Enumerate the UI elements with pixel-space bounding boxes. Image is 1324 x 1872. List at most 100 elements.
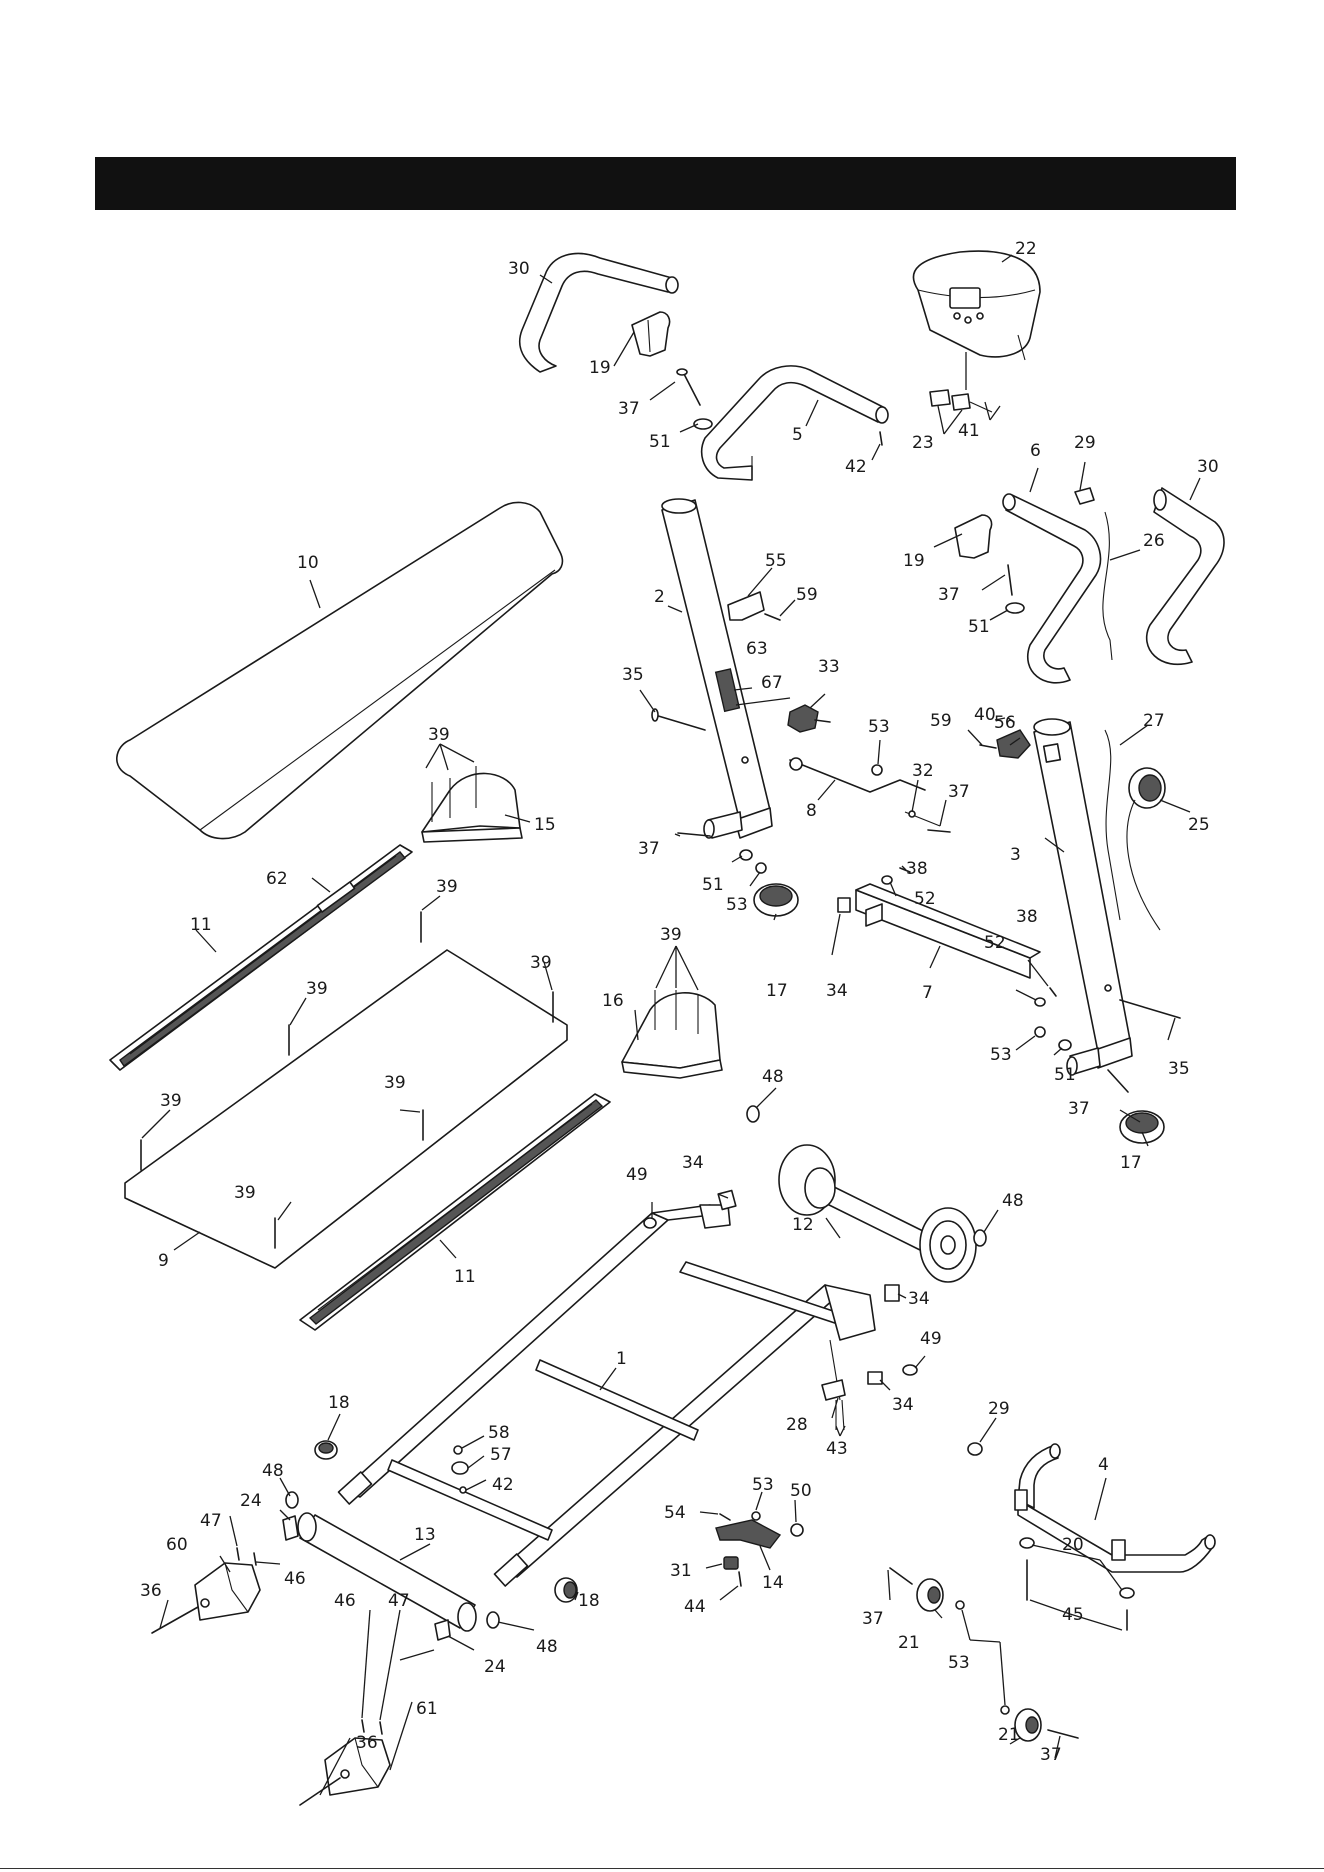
part-handlebar-5 (701, 365, 889, 481)
callout-61: 61 (416, 1699, 438, 1719)
part-screw-46-right (361, 1719, 365, 1733)
part-grip-19-left (631, 311, 671, 357)
part-spacer-20-b (1119, 1587, 1135, 1599)
callout-12: 12 (792, 1215, 814, 1235)
callout-26: 26 (1143, 531, 1165, 551)
part-washer-51-lower (739, 849, 753, 861)
part-bolt-37-right (1007, 564, 1013, 596)
part-cable-32 (904, 810, 941, 827)
part-cover-61 (324, 1737, 391, 1796)
callout-17-left: 17 (766, 981, 788, 1001)
callout-28: 28 (786, 1415, 808, 1435)
part-nut-53-right (1034, 1026, 1046, 1038)
callout-43: 43 (826, 1439, 848, 1459)
callout-59-left: 59 (796, 585, 818, 605)
callout-7: 7 (922, 983, 933, 1003)
callout-29-bottom: 29 (988, 1399, 1010, 1419)
part-screw-36-left (151, 1606, 199, 1634)
callout-60: 60 (166, 1535, 188, 1555)
callout-51-top: 51 (649, 432, 671, 452)
part-roller-13 (297, 1512, 477, 1632)
part-handlebar-6 (1002, 493, 1102, 684)
callout-39-deck-b: 39 (530, 953, 552, 973)
callout-39-hood16: 39 (660, 925, 682, 945)
part-bolt-37-wheel-a (889, 1567, 913, 1585)
callout-29-top: 29 (1074, 433, 1096, 453)
callout-48-c: 48 (262, 1461, 284, 1481)
callout-32: 32 (912, 761, 934, 781)
callout-62: 62 (266, 869, 288, 889)
callout-labels: 30 22 19 37 51 5 42 23 41 6 29 30 26 10 … (140, 239, 1219, 1765)
part-crossbar-7 (855, 883, 1041, 979)
part-rail-11-top (109, 844, 413, 1071)
part-handlebar-30-right (1145, 487, 1225, 665)
part-spring-31 (723, 1556, 739, 1570)
part-handlebar-30-left (518, 252, 679, 373)
part-grip-19-right (954, 514, 993, 559)
part-washer-51-right-lower (1058, 1039, 1072, 1051)
callout-59-right: 59 (930, 711, 952, 731)
callout-17-right: 17 (1120, 1153, 1142, 1173)
part-bracket-55 (727, 591, 765, 621)
part-spacer-48-b (973, 1229, 987, 1247)
part-plate-24-right (434, 1619, 451, 1641)
part-sensor-25 (1126, 767, 1166, 931)
callout-19-left: 19 (589, 358, 611, 378)
part-screw-59-left (764, 613, 781, 621)
callout-55: 55 (765, 551, 787, 571)
callout-2: 2 (654, 587, 665, 607)
part-wheel-axle-12 (778, 1144, 977, 1283)
part-screw-40 (1007, 717, 1015, 723)
callout-53-mid: 53 (868, 717, 890, 737)
callout-53-right: 53 (990, 1045, 1012, 1065)
callout-37-right: 37 (938, 585, 960, 605)
callout-56: 56 (994, 713, 1016, 733)
callout-3: 3 (1010, 845, 1021, 865)
part-bumper-57 (451, 1461, 469, 1475)
callout-53-bracket: 53 (752, 1475, 774, 1495)
part-nut-53-wheel-b (1000, 1705, 1010, 1715)
part-washer-52-a (881, 875, 893, 885)
callout-53-wheel: 53 (948, 1653, 970, 1673)
callout-8: 8 (806, 801, 817, 821)
part-frame-1 (337, 1204, 876, 1587)
callout-63: 63 (746, 639, 768, 659)
part-leveler-18-left (314, 1440, 338, 1460)
part-wheel-21-a (916, 1578, 944, 1612)
callout-47-left: 47 (200, 1511, 222, 1531)
part-washer-49-b (902, 1364, 918, 1376)
part-wheel-21-b (1014, 1708, 1042, 1742)
part-lever-8 (789, 757, 926, 793)
callout-18-left: 18 (328, 1393, 350, 1413)
callout-46-right: 46 (334, 1591, 356, 1611)
part-bracket-56 (996, 729, 1031, 759)
callout-58: 58 (488, 1423, 510, 1443)
title-bar (95, 157, 1236, 210)
callout-27: 27 (1143, 711, 1165, 731)
part-screw-44 (738, 1571, 742, 1587)
callout-37-top: 37 (618, 399, 640, 419)
part-bracket-28 (821, 1379, 846, 1431)
callout-49-a: 49 (626, 1165, 648, 1185)
callout-30-right: 30 (1197, 457, 1219, 477)
callout-67: 67 (761, 673, 783, 693)
callout-34-low: 34 (892, 1395, 914, 1415)
leader-lines (141, 254, 1201, 1796)
part-leveler-18-right (554, 1577, 578, 1603)
part-bolt-35-left (651, 708, 706, 731)
callout-30-left: 30 (508, 259, 530, 279)
callout-11-bottom: 11 (454, 1267, 476, 1287)
part-screw-42-frame (459, 1486, 467, 1494)
callout-48-d: 48 (536, 1637, 558, 1657)
part-deck-9 (124, 911, 568, 1269)
callout-48-a: 48 (762, 1067, 784, 1087)
callout-34-frame: 34 (682, 1153, 704, 1173)
part-end-cap-34-frame (717, 1189, 737, 1211)
callout-21-a: 21 (898, 1633, 920, 1653)
callout-37-right-lower: 37 (1068, 1099, 1090, 1119)
callout-15: 15 (534, 815, 556, 835)
part-console-22 (912, 250, 1041, 361)
callout-5: 5 (792, 425, 803, 445)
callout-19-right: 19 (903, 551, 925, 571)
